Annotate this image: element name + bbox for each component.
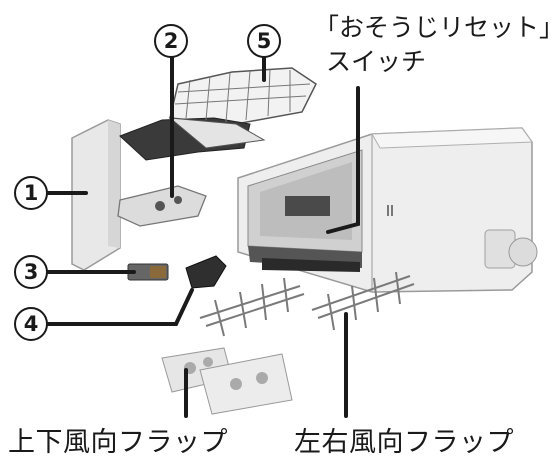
reset-switch-label-line2: スイッチ: [326, 47, 427, 76]
callout-3: 3: [14, 255, 48, 289]
indoor-unit-body: [237, 127, 538, 293]
part-3: [127, 263, 169, 281]
horizontal-louver-assembly: [199, 271, 415, 337]
vertical-louver-caption: 上下風向フラップ: [8, 427, 228, 458]
vertical-louver-parts: [161, 347, 293, 415]
front-panel: [71, 119, 121, 271]
callout-5: 5: [247, 24, 281, 58]
callout-1: 1: [14, 176, 48, 210]
air-filter: [119, 67, 317, 161]
callout-4: 4: [14, 307, 48, 341]
horizontal-louver-caption: 左右風向フラップ: [294, 427, 514, 458]
callout-2: 2: [154, 24, 188, 58]
leader-lines: [44, 56, 360, 418]
reset-switch-label-line1: 「おそうじリセット」: [314, 13, 555, 42]
part-4: [185, 255, 227, 289]
part-2-cassette: [117, 185, 207, 227]
